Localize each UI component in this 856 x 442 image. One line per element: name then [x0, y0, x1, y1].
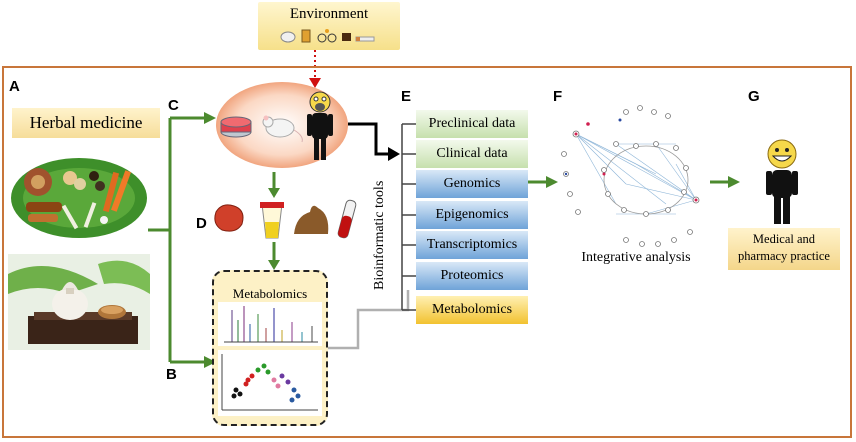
herbal-medicine-label: Herbal medicine — [12, 108, 160, 138]
coffee-icon — [342, 33, 351, 41]
stack-epigenomics: Epigenomics — [416, 201, 528, 229]
grey-arrow-to-metabolomics — [328, 290, 410, 350]
arrow-to-metabolomics — [268, 242, 280, 270]
panel-letter-b: B — [166, 366, 177, 383]
panel-letter-a: A — [9, 78, 20, 95]
arrow-to-practice — [710, 176, 740, 188]
integrative-network-graph — [561, 105, 700, 247]
environment-box: Environment — [258, 2, 400, 50]
stack-proteomics: Proteomics — [416, 262, 528, 290]
bicycle-icon — [317, 29, 337, 43]
models-oval — [216, 82, 348, 168]
cigarette-icon — [355, 36, 375, 42]
arrow-to-samples — [268, 172, 280, 198]
herbal-compress-photo — [8, 254, 150, 350]
panel-letter-g: G — [748, 88, 760, 105]
herbal-ingredients-photo — [8, 142, 150, 242]
tissue-sample-icon — [214, 204, 244, 232]
beer-icon — [301, 29, 311, 43]
environment-title: Environment — [289, 6, 369, 22]
cell-culture-icon — [220, 116, 252, 138]
stack-preclinical-data: Preclinical data — [416, 110, 528, 138]
medical-practice-line1: Medical and — [752, 232, 816, 246]
panel-letter-f: F — [553, 88, 563, 105]
happy-person-icon — [766, 139, 798, 224]
stack-genomics: Genomics — [416, 170, 528, 198]
panel-letter-c: C — [168, 97, 179, 114]
bioinformatic-tools-label: Bioinformatic tools — [372, 180, 387, 290]
stack-transcriptomics: Transcriptomics — [416, 231, 528, 259]
tools-bracket — [401, 123, 416, 311]
environment-icons — [280, 29, 375, 43]
black-arrow-to-tools — [348, 122, 400, 161]
stack-metabolomics: Metabolomics — [416, 296, 528, 324]
human-icon — [307, 91, 333, 160]
bowl-icon — [280, 31, 296, 43]
blood-tube-icon — [337, 199, 357, 239]
main-frame — [2, 66, 852, 438]
integrative-analysis-label: Integrative analysis — [581, 250, 691, 265]
metabolomics-panel-title: Metabolomics — [232, 286, 308, 301]
chromatogram-plot — [218, 302, 322, 346]
medical-practice-line2: pharmacy practice — [738, 249, 830, 263]
arrow-to-network — [528, 176, 558, 188]
herbal-branch-arrows — [148, 112, 216, 368]
stack-clinical-data: Clinical data — [416, 140, 528, 168]
panel-letter-e: E — [401, 88, 412, 105]
mouse-icon — [262, 115, 303, 143]
stool-sample-icon — [294, 205, 329, 234]
urine-cup-icon — [260, 202, 284, 239]
metabolomics-panel: Metabolomics — [212, 270, 328, 426]
biological-samples — [214, 199, 357, 239]
pca-points — [231, 363, 301, 403]
panel-letter-d: D — [196, 215, 207, 232]
pca-scatter-plot — [218, 350, 322, 416]
medical-practice-box: Medical and pharmacy practice — [728, 228, 840, 270]
environment-arrow — [309, 50, 321, 88]
